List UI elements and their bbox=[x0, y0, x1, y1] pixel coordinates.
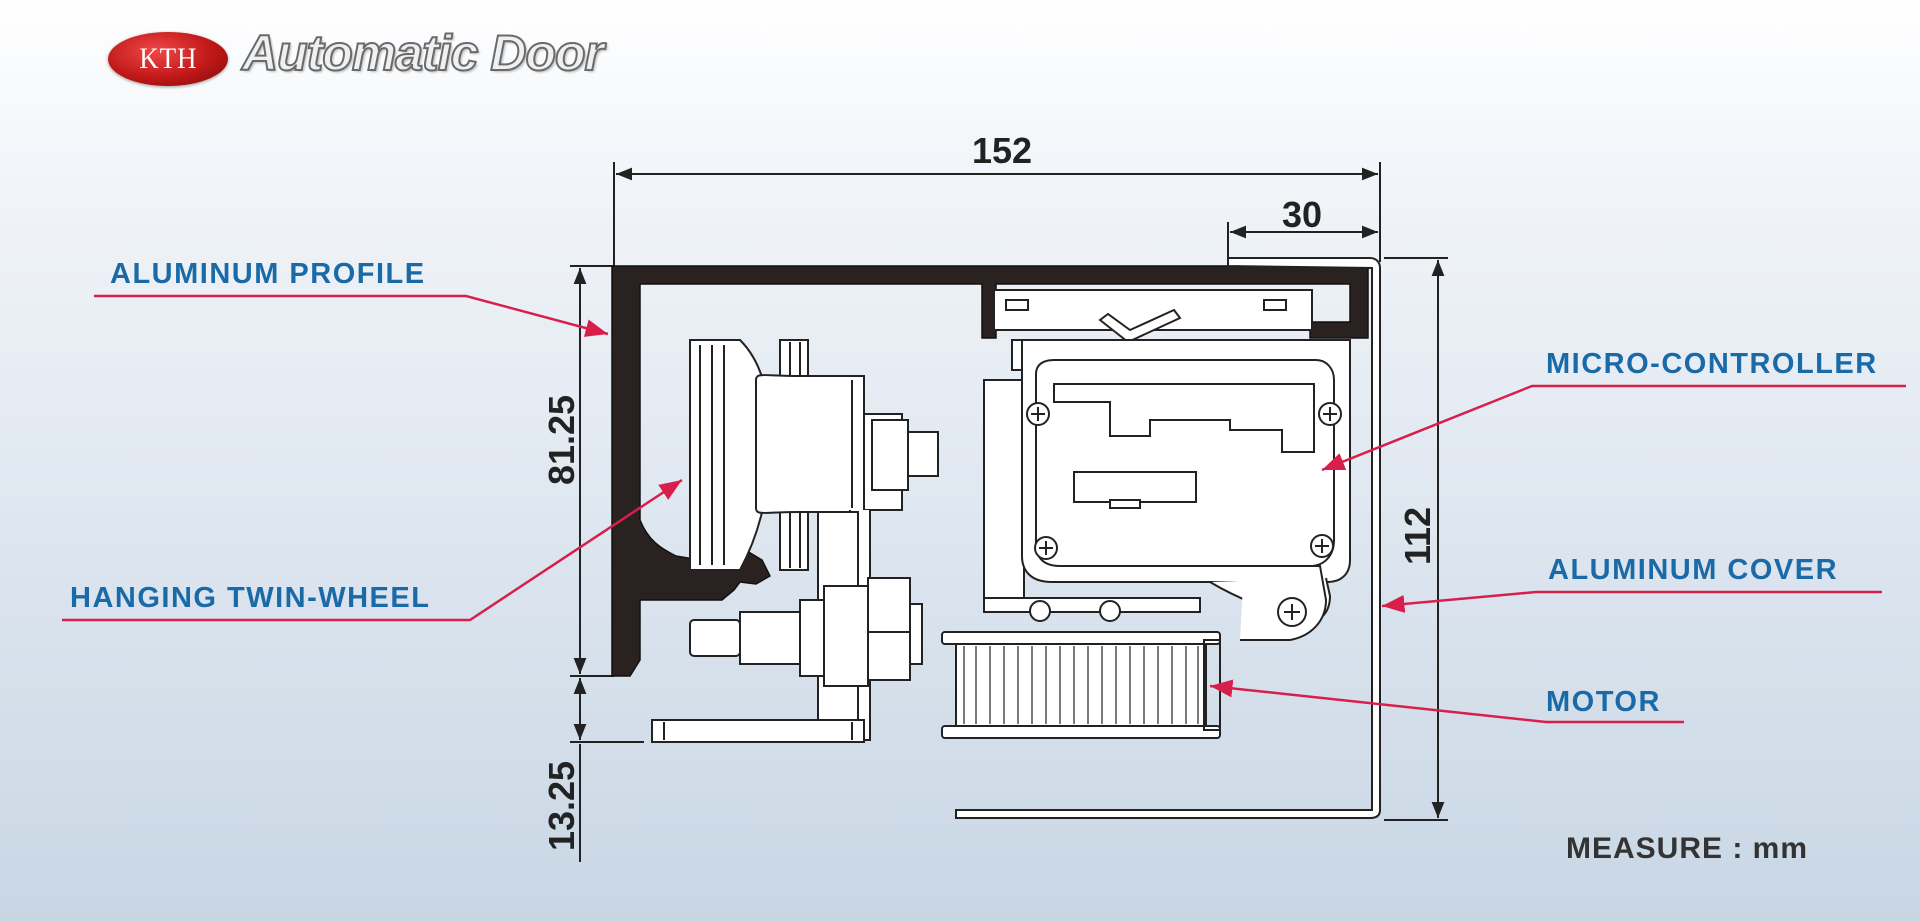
dimension-30-value: 30 bbox=[1282, 194, 1323, 235]
label-micro-controller: MICRO-CONTROLLER bbox=[1546, 348, 1878, 380]
dimension-81-25-value: 81.25 bbox=[541, 394, 582, 486]
dimension-112-value: 112 bbox=[1397, 506, 1438, 566]
aluminum-profile-shape bbox=[611, 265, 1369, 677]
dimension-line-112 bbox=[1384, 257, 1448, 821]
aluminum-cover-shape bbox=[955, 257, 1381, 819]
label-motor: MOTOR bbox=[1546, 686, 1661, 718]
controller-screws bbox=[1026, 402, 1342, 627]
label-aluminum-profile: ALUMINUM PROFILE bbox=[110, 258, 426, 290]
leader-hanging-twin-wheel bbox=[62, 478, 683, 622]
dimension-line-152 bbox=[613, 162, 1381, 270]
brand-logo-title: Automatic Door bbox=[241, 24, 605, 82]
dimension-line-81-25 bbox=[570, 265, 614, 677]
leader-micro-controller bbox=[1321, 384, 1906, 472]
dimension-13-25-value: 13.25 bbox=[541, 760, 582, 852]
label-aluminum-cover: ALUMINUM COVER bbox=[1548, 554, 1839, 586]
brand-logo-mark: KTH bbox=[138, 42, 198, 75]
hanging-twin-wheel-shape bbox=[651, 339, 939, 743]
leader-motor bbox=[1209, 679, 1684, 724]
micro-controller-shape bbox=[983, 289, 1351, 641]
label-hanging-twin-wheel: HANGING TWIN-WHEEL bbox=[70, 582, 431, 614]
measure-unit-note: MEASURE : mm bbox=[1566, 832, 1809, 865]
motor-pulley-shape bbox=[941, 631, 1221, 739]
leader-aluminum-profile bbox=[94, 294, 609, 337]
leader-aluminum-cover bbox=[1381, 590, 1882, 613]
dimension-line-30 bbox=[1227, 222, 1378, 262]
dimension-152-value: 152 bbox=[972, 130, 1033, 171]
dimension-line-13-25 bbox=[570, 678, 644, 862]
brand-logo-badge: KTH bbox=[108, 32, 228, 86]
